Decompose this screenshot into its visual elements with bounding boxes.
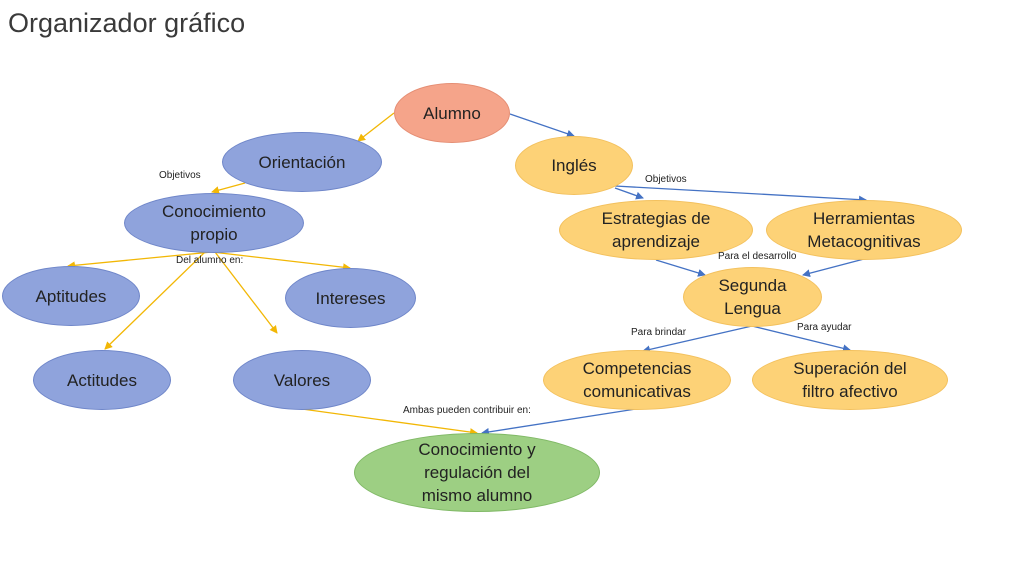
node-alumno-label: Alumno <box>423 103 481 123</box>
node-segunda-lengua-label: Segunda Lengua <box>718 276 787 318</box>
node-ingles: Inglés <box>515 136 633 195</box>
node-competencias-label: Competencias comunicativas <box>582 359 692 401</box>
arrow-alumno-ingles <box>509 113 575 138</box>
node-actitudes-label: Actitudes <box>67 370 137 390</box>
node-orientacion: Orientación <box>222 132 382 192</box>
node-superacion: Superación del filtro afectivo <box>752 350 948 410</box>
node-orientacion-label: Orientación <box>258 152 346 172</box>
arrow-estrategias-segunda-lengua <box>655 259 706 277</box>
arrow-conocimiento-actitudes <box>104 251 206 350</box>
arrow-orientacion-conocimiento <box>211 182 246 195</box>
node-segunda-lengua: Segunda Lengua <box>683 267 822 327</box>
label-ambas: Ambas pueden contribuir en: <box>403 405 531 416</box>
node-superacion-label: Superación del filtro afectivo <box>793 359 907 401</box>
node-competencias: Competencias comunicativas <box>543 350 731 410</box>
node-conocimiento-propio: Conocimiento propio <box>124 193 304 253</box>
arrow-ingles-herramientas <box>614 185 867 204</box>
node-actitudes: Actitudes <box>33 350 171 410</box>
node-herramientas-label: Herramientas Metacognitivas <box>807 209 921 251</box>
node-estrategias: Estrategias de aprendizaje <box>559 200 753 260</box>
label-objetivos-left: Objetivos <box>159 170 201 181</box>
node-conocimiento-regulacion-label: Conocimiento y regulación del mismo alum… <box>418 440 536 505</box>
node-conocimiento-regulacion: Conocimiento y regulación del mismo alum… <box>354 433 600 512</box>
arrow-herramientas-segunda-lengua <box>802 258 865 278</box>
page-title: Organizador gráfico <box>8 8 246 38</box>
node-aptitudes-label: Aptitudes <box>35 286 107 306</box>
arrow-conocimiento-aptitudes <box>67 251 213 270</box>
node-estrategias-label: Estrategias de aprendizaje <box>601 209 711 251</box>
node-intereses-label: Intereses <box>315 288 386 308</box>
arrow-conocimiento-intereses <box>211 251 351 272</box>
arrow-valores-conocimiento-regulacion <box>301 408 478 437</box>
arrow-ingles-estrategias <box>614 187 644 200</box>
node-alumno: Alumno <box>394 83 510 143</box>
node-valores-label: Valores <box>273 370 331 390</box>
arrow-segunda-lengua-competencias <box>642 325 753 354</box>
node-ingles-label: Inglés <box>551 156 597 175</box>
label-para-el-desarrollo: Para el desarrollo <box>718 251 797 262</box>
label-objetivos-right: Objetivos <box>645 174 687 185</box>
node-intereses: Intereses <box>285 268 416 328</box>
arrow-alumno-orientacion <box>357 112 395 142</box>
node-conocimiento-propio-label: Conocimiento propio <box>162 202 266 244</box>
node-herramientas: Herramientas Metacognitivas <box>766 200 962 260</box>
node-valores: Valores <box>233 350 371 410</box>
label-para-ayudar: Para ayudar <box>797 322 852 333</box>
arrow-conocimiento-valores <box>214 251 278 334</box>
label-del-alumno-en: Del alumno en: <box>176 255 244 266</box>
arrow-segunda-lengua-superacion <box>751 325 851 353</box>
arrow-competencias-conocimiento-regulacion <box>481 408 637 436</box>
label-para-brindar: Para brindar <box>631 327 687 338</box>
node-aptitudes: Aptitudes <box>2 266 140 326</box>
